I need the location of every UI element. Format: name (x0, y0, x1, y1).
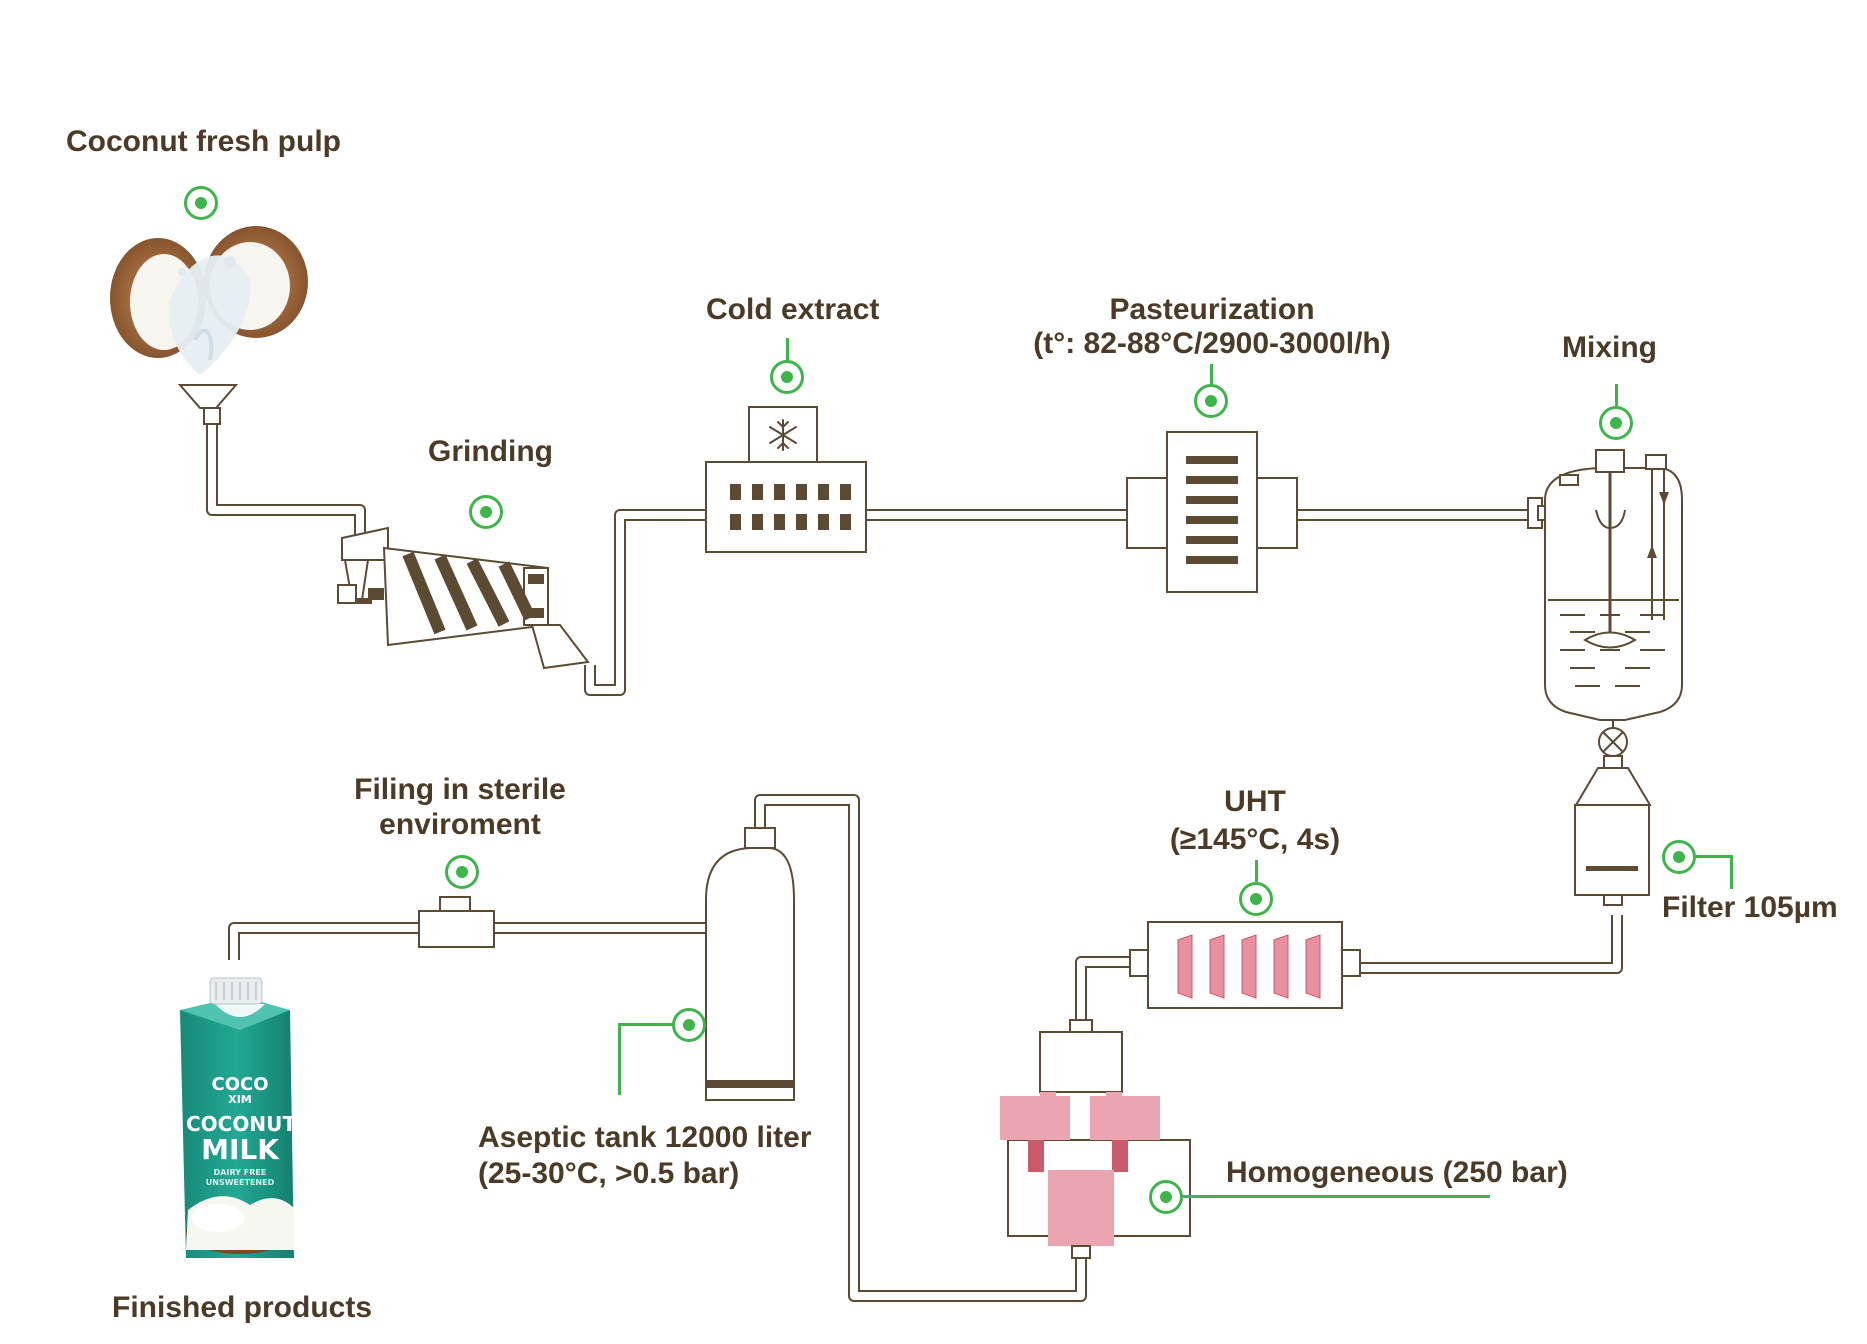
target-dot-icon (469, 495, 503, 529)
label-coconut-fresh-pulp: Coconut fresh pulp (66, 125, 341, 158)
carton-brand-bottom: XIM (228, 1093, 252, 1106)
target-dot-icon (672, 1008, 706, 1042)
filter-unit (1574, 767, 1652, 906)
leader-filter-v (1730, 855, 1733, 889)
leader-pasteurization (1210, 364, 1213, 384)
pasteurizer-unit (1126, 431, 1298, 593)
funnel (177, 384, 239, 425)
homogenizer-unit (1000, 1019, 1191, 1259)
pipe-inner-network (208, 410, 1621, 1300)
label-filter: Filter 105µm (1662, 891, 1838, 924)
leader-aseptic-v (618, 1023, 621, 1095)
label-cold-extract: Cold extract (706, 293, 880, 326)
leader-filter-h (1696, 855, 1732, 858)
grinder-machine (337, 526, 590, 670)
label-filling-line1: Filing in sterile (354, 773, 566, 806)
aseptic-tank (705, 827, 795, 1101)
leader-aseptic-h (618, 1023, 686, 1026)
label-uht: UHT (1224, 785, 1286, 818)
leader-cold-extract (786, 338, 789, 360)
snowflake-icon (769, 419, 797, 451)
label-pasteurization-params: (t°: 82-88°C/2900-3000l/h) (1033, 327, 1391, 360)
leader-mixing (1615, 384, 1618, 406)
carton-sub-line2: UNSWEETENED (205, 1178, 275, 1187)
label-pasteurization: Pasteurization (1109, 293, 1315, 326)
target-dot-icon (1149, 1180, 1183, 1214)
label-grinding: Grinding (428, 435, 553, 468)
uht-unit (1129, 921, 1361, 1009)
leader-uht (1255, 860, 1258, 882)
label-uht-params: (≥145°C, 4s) (1169, 823, 1341, 856)
coconut-image (110, 226, 308, 375)
carton-brand-top: COCO (211, 1074, 269, 1095)
target-dot-icon (1599, 406, 1633, 440)
leader-homogeneous (1180, 1195, 1490, 1198)
target-dot-icon (184, 186, 218, 220)
target-dot-icon (1194, 384, 1228, 418)
carton-product-line2: MILK (201, 1133, 279, 1166)
carton-product-line1: COCONUT (186, 1112, 296, 1136)
cold-extract-unit (705, 406, 867, 553)
target-dot-icon (770, 360, 804, 394)
label-homogeneous: Homogeneous (250 bar) (1226, 1156, 1568, 1189)
label-mixing: Mixing (1562, 331, 1657, 364)
filling-valve (418, 896, 495, 948)
target-dot-icon (1662, 840, 1696, 874)
carton-sub-line1: DAIRY FREE (213, 1168, 267, 1177)
label-aseptic-tank: Aseptic tank 12000 liter (478, 1121, 812, 1154)
label-aseptic-tank-params: (25-30°C, >0.5 bar) (478, 1157, 740, 1190)
coconut-milk-carton (180, 977, 294, 1258)
target-dot-icon (445, 855, 479, 889)
label-finished-products: Finished products (112, 1291, 373, 1324)
label-filling-line2: enviroment (379, 808, 541, 841)
mixing-tank (1527, 449, 1683, 769)
target-dot-icon (1239, 882, 1273, 916)
